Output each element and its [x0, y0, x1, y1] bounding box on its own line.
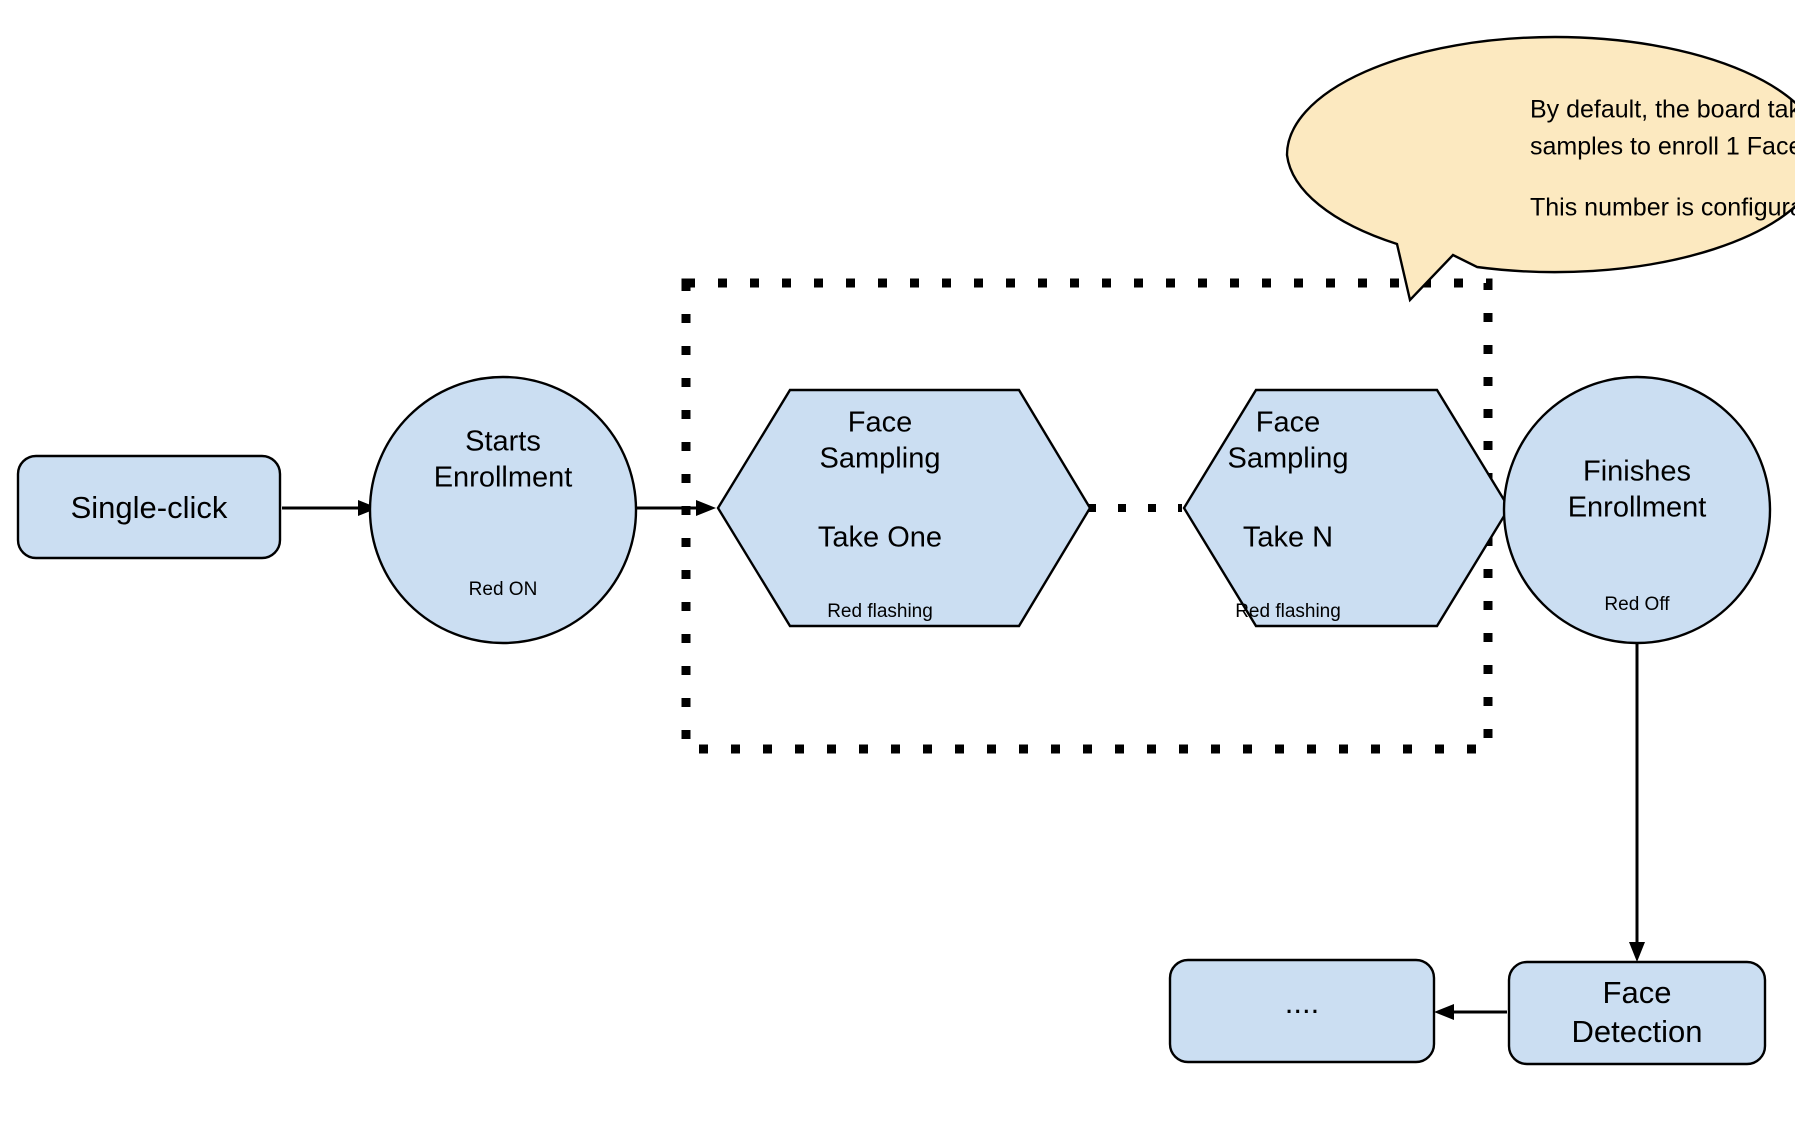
node-starts-enrollment-label-line1: Starts [465, 426, 541, 458]
node-face-sampling-take-one[interactable]: Face Sampling Take One Red flashing [716, 388, 1092, 628]
node-face-sampling-n-status: Red flashing [1235, 601, 1341, 622]
sampling-group-box [681, 278, 1493, 754]
node-starts-enrollment-label-line2: Enrollment [434, 462, 573, 494]
node-finishes-enrollment-status: Red Off [1604, 594, 1670, 615]
node-face-sampling-one-label-line1: Face [848, 407, 912, 439]
node-finishes-enrollment-label-line2: Enrollment [1568, 492, 1707, 524]
node-face-sampling-n-take: Take N [1243, 522, 1333, 554]
edge-single-click-to-starts-enrollment [282, 500, 378, 516]
node-face-sampling-n-label-line2: Sampling [1228, 443, 1349, 475]
node-finishes-enrollment-label-line1: Finishes [1583, 456, 1691, 488]
node-ellipsis[interactable]: .... [1168, 958, 1436, 1064]
node-finishes-enrollment[interactable]: Finishes Enrollment Red Off [1502, 375, 1772, 645]
callout-bubble: By default, the board takes 3 samples to… [1285, 35, 1795, 303]
node-face-detection-label-line1: Face [1603, 975, 1672, 1010]
node-starts-enrollment[interactable]: Starts Enrollment Red ON [368, 375, 638, 645]
callout-line-3: This number is configurable! [1530, 194, 1795, 222]
edge-face-detection-to-ellipsis [1434, 1004, 1507, 1020]
node-single-click-label: Single-click [71, 490, 228, 525]
node-face-sampling-one-label-line2: Sampling [820, 443, 941, 475]
node-ellipsis-label: .... [1285, 985, 1319, 1020]
node-face-detection[interactable]: Face Detection [1507, 960, 1767, 1066]
edge-starts-enrollment-to-sampling-one [637, 500, 716, 516]
callout-line-2: samples to enroll 1 Face ID. [1530, 133, 1795, 161]
node-face-sampling-one-take: Take One [818, 522, 942, 554]
node-starts-enrollment-status: Red ON [469, 579, 538, 600]
callout-line-1: By default, the board takes 3 [1530, 96, 1795, 124]
edge-finishes-enrollment-to-face-detection [1629, 640, 1645, 962]
node-single-click[interactable]: Single-click [16, 454, 282, 560]
node-face-sampling-n-label-line1: Face [1256, 407, 1320, 439]
node-face-sampling-one-status: Red flashing [827, 601, 933, 622]
node-face-detection-label-line2: Detection [1572, 1014, 1703, 1049]
node-face-sampling-take-n[interactable]: Face Sampling Take N Red flashing [1182, 388, 1511, 628]
